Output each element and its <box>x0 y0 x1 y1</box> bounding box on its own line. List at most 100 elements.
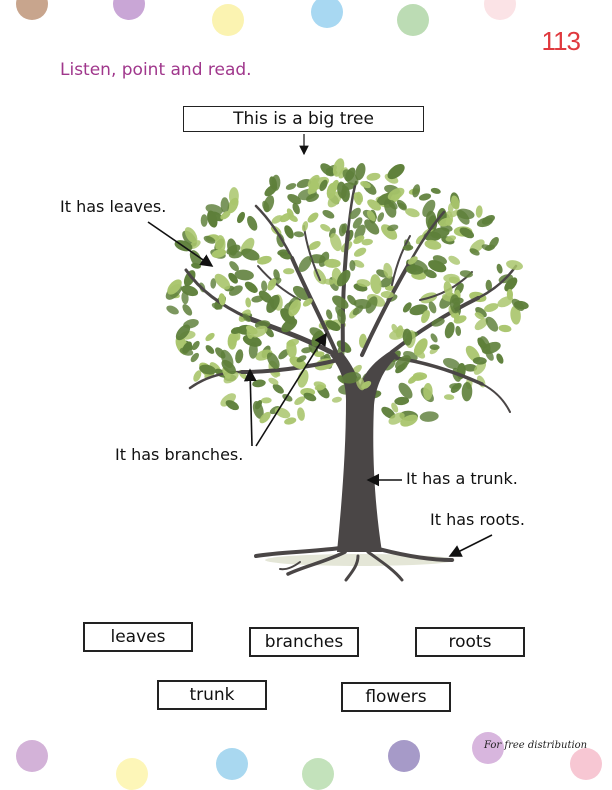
leaf-icon <box>273 269 280 281</box>
word-box-roots[interactable]: roots <box>415 627 525 657</box>
leaf-icon <box>248 342 258 359</box>
leaf-icon <box>352 217 363 229</box>
leaf-icon <box>297 407 305 421</box>
leaf-icon <box>337 308 346 325</box>
leaf-icon <box>203 235 216 244</box>
leaf-icon <box>396 199 407 210</box>
leaf-icon <box>235 349 244 364</box>
leaf-icon <box>402 328 413 346</box>
leaf-icon <box>257 255 272 265</box>
leaf-icon <box>296 178 312 189</box>
leaf-icon <box>298 256 312 272</box>
leaf-icon <box>422 199 436 217</box>
leaf-icon <box>251 295 264 303</box>
leaf-icon <box>327 191 342 208</box>
leaf-icon <box>353 192 362 206</box>
leaf-icon <box>448 255 461 265</box>
leaf-icon <box>431 318 445 327</box>
leaf-icon <box>473 361 487 375</box>
leaf-icon <box>475 205 483 218</box>
leaf-icon <box>259 411 271 424</box>
leaf-icon <box>226 244 241 255</box>
tree-roots <box>254 546 454 582</box>
leaf-icon <box>199 364 217 375</box>
leaf-icon <box>308 241 321 250</box>
word-box-flowers[interactable]: flowers <box>341 682 451 712</box>
leaf-icon <box>449 383 461 390</box>
decorative-dot <box>311 0 343 28</box>
leaf-icon <box>181 291 189 305</box>
leaf-icon <box>279 251 291 260</box>
leaf-icon <box>324 258 341 268</box>
decorative-dot <box>16 740 48 772</box>
leaf-icon <box>302 298 313 307</box>
leaf-icon <box>189 250 202 267</box>
leaf-icon <box>481 244 492 251</box>
leaf-icon <box>286 339 297 359</box>
leaf-icon <box>228 272 238 284</box>
leaf-icon <box>424 239 442 250</box>
leaf-icon <box>338 223 347 237</box>
leaf-icon <box>367 199 381 211</box>
leaf-icon <box>332 158 345 177</box>
leaf-icon <box>448 276 461 284</box>
leaf-icon <box>330 233 342 252</box>
leaf-icon <box>252 379 266 388</box>
leaf-icon <box>223 371 239 384</box>
leaf-icon <box>379 276 395 288</box>
leaf-icon <box>430 187 441 194</box>
leaf-icon <box>496 263 503 274</box>
leaf-icon <box>191 340 200 351</box>
leaf-icon <box>319 179 328 192</box>
leaf-icon <box>183 270 196 287</box>
leaves-arrow <box>147 221 214 267</box>
leaf-icon <box>332 295 349 309</box>
leaf-icon <box>285 183 297 190</box>
leaf-icon <box>269 176 278 190</box>
leaf-icon <box>361 238 373 246</box>
leaf-icon <box>323 278 335 285</box>
leaf-icon <box>381 224 398 240</box>
tree-trunk <box>330 350 398 552</box>
word-box-leaves[interactable]: leaves <box>83 622 193 652</box>
leaf-icon <box>242 334 262 347</box>
leaf-icon <box>205 332 215 342</box>
leaf-icon <box>474 318 489 331</box>
leaf-icon <box>320 223 331 232</box>
leaf-icon <box>236 211 246 224</box>
leaf-icon <box>430 227 450 239</box>
leaf-icon <box>263 195 275 213</box>
leaf-icon <box>200 214 208 227</box>
leaf-icon <box>428 260 447 273</box>
leaf-icon <box>337 181 347 199</box>
decorative-dot <box>212 4 244 36</box>
leaf-icon <box>407 256 418 265</box>
leaf-icon <box>220 197 230 213</box>
branches-arrow <box>243 368 257 447</box>
leaf-icon <box>443 281 453 297</box>
leaf-icon <box>405 264 424 275</box>
leaf-icon <box>251 325 268 338</box>
leaf-icon <box>307 212 319 223</box>
leaf-icon <box>281 318 298 333</box>
leaf-icon <box>504 277 518 292</box>
leaf-icon <box>276 233 285 248</box>
roots-arrow <box>448 534 493 557</box>
leaf-icon <box>272 383 284 394</box>
leaf-icon <box>349 260 356 271</box>
leaf-icon <box>205 345 215 354</box>
leaf-icon <box>449 294 461 314</box>
leaf-icon <box>428 301 437 314</box>
leaf-icon <box>313 381 327 389</box>
leaf-icon <box>387 224 399 232</box>
leaf-icon <box>498 324 512 333</box>
leaf-icon <box>301 347 313 354</box>
leaf-icon <box>475 307 487 318</box>
leaf-icon <box>481 215 495 225</box>
word-box-branches[interactable]: branches <box>249 627 359 657</box>
word-box-trunk[interactable]: trunk <box>157 680 267 710</box>
leaf-icon <box>413 338 428 356</box>
leaf-icon <box>366 172 381 181</box>
leaf-icon <box>182 304 193 316</box>
leaf-icon <box>484 303 499 313</box>
